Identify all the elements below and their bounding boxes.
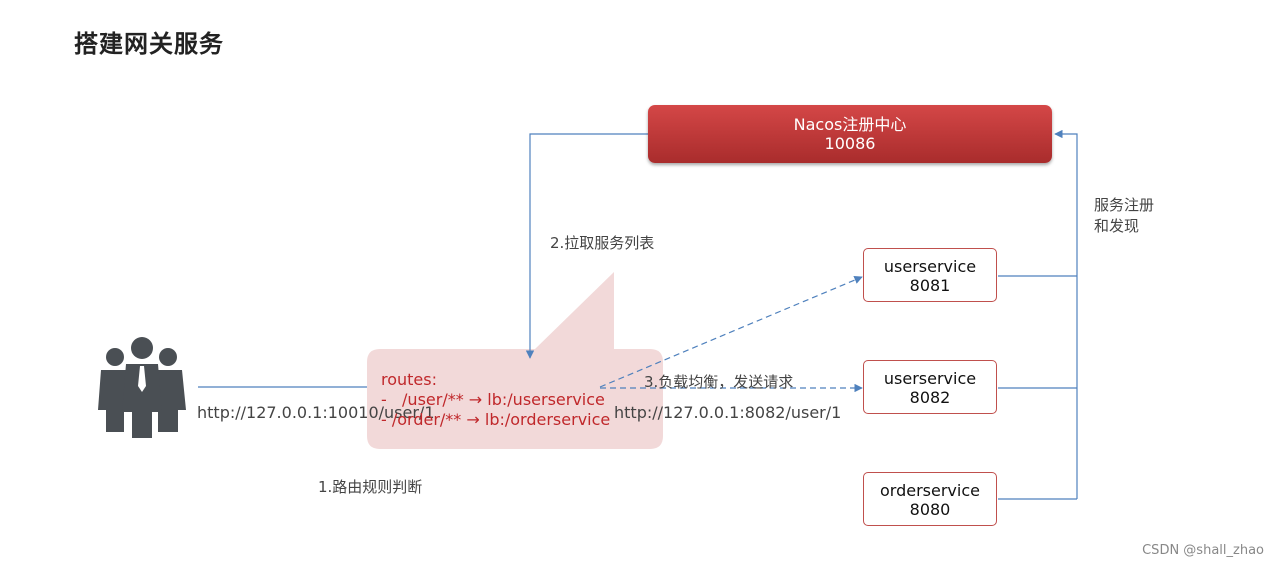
service-port: 8082 (909, 388, 951, 407)
registry-port: 10086 (824, 134, 876, 153)
registry-name: Nacos注册中心 (793, 115, 907, 134)
service-name: userservice (883, 369, 977, 388)
group-of-people-icon (98, 337, 186, 438)
service-node-userservice-8081: userservice 8081 (863, 248, 997, 302)
target-url-label: http://127.0.0.1:8082/user/1 (614, 403, 842, 422)
service-name: orderservice (880, 481, 980, 500)
route-judge-label: 1.路由规则判断 (318, 478, 423, 496)
service-node-userservice-8082: userservice 8082 (863, 360, 997, 414)
load-balance-label: 3.负载均衡，发送请求 (644, 373, 794, 391)
nacos-registry: Nacos注册中心 10086 (648, 105, 1052, 163)
service-name: userservice (883, 257, 977, 276)
page-title: 搭建网关服务 (74, 30, 224, 58)
routes-bubble (367, 272, 663, 449)
route-rule-user: - /user/** → lb:/userservice (381, 390, 605, 409)
service-node-orderservice-8080: orderservice 8080 (863, 472, 997, 526)
service-port: 8081 (909, 276, 951, 295)
pull-service-list-arrow (525, 133, 648, 359)
route-rule-order: - /order/** → lb:/orderservice (381, 410, 611, 429)
lb-arrow-8081 (599, 276, 863, 388)
register-discovery-label: 服务注册 和发现 (1094, 196, 1155, 235)
gateway-routes: routes: - /user/** → lb:/userservice - /… (366, 349, 663, 449)
watermark: CSDN @shall_zhao (1142, 543, 1264, 558)
pull-service-list-label: 2.拉取服务列表 (550, 234, 655, 252)
client-url-label: http://127.0.0.1:10010/user/1 (197, 403, 435, 422)
register-arrow (1054, 129, 1078, 499)
routes-header: routes: (381, 370, 437, 389)
service-port: 8080 (909, 500, 951, 519)
